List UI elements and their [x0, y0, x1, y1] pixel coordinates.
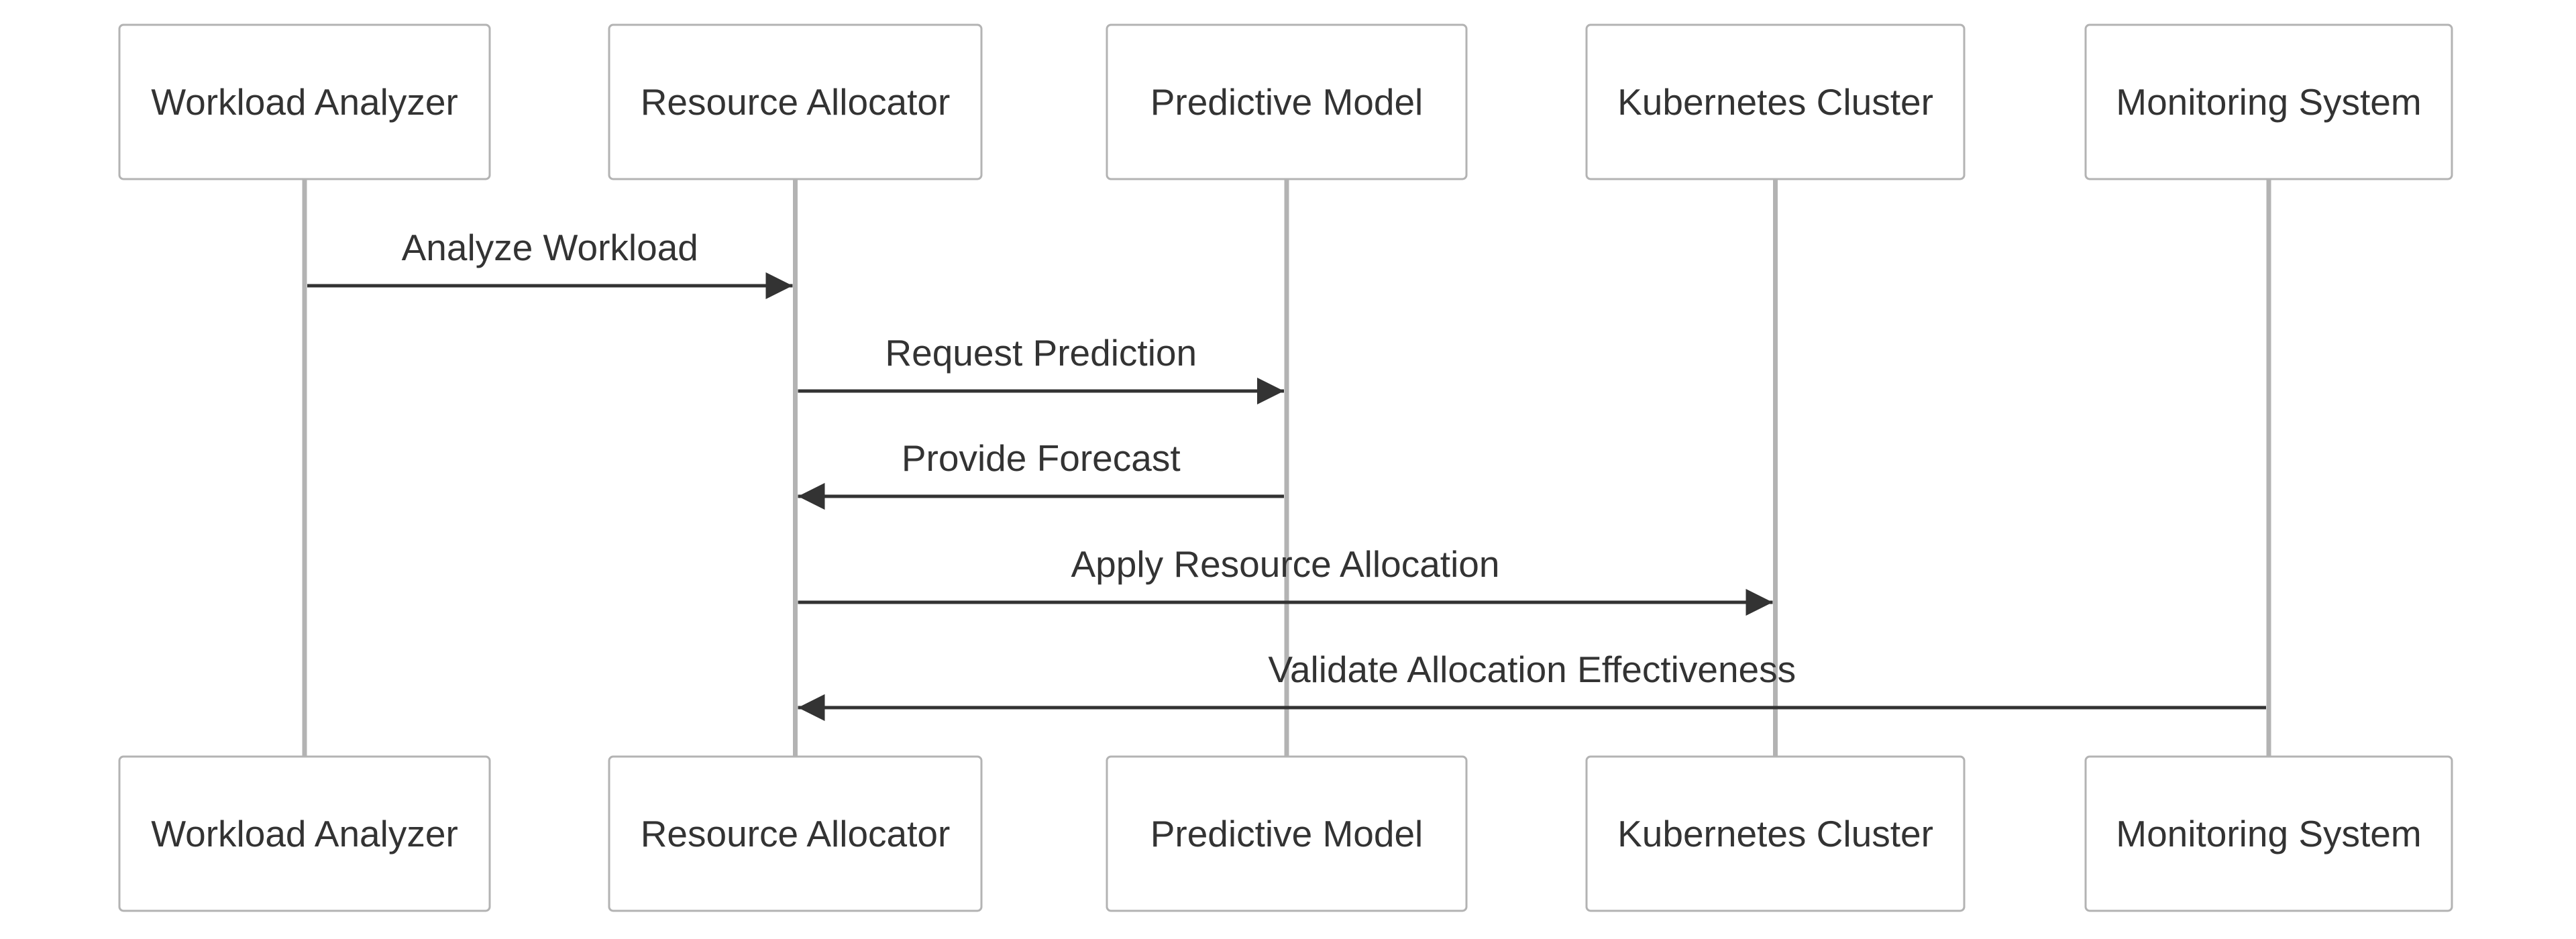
actor-label: Resource Allocator [641, 81, 951, 123]
actor-box [1106, 23, 1468, 180]
actor-box [608, 755, 983, 912]
actor-box [1585, 23, 1966, 180]
actor-label: Predictive Model [1150, 81, 1424, 123]
actor-bottom-resource-allocator: Resource Allocator [608, 755, 983, 912]
message-2: Request Prediction [798, 332, 1284, 404]
message-label: Request Prediction [885, 332, 1197, 374]
message-5: Validate Allocation Effectiveness [798, 649, 2266, 721]
actor-bottom-monitoring-system: Monitoring System [2084, 755, 2453, 912]
message-3: Provide Forecast [798, 437, 1284, 510]
actor-top-workload-analyzer: Workload Analyzer [118, 23, 491, 180]
actor-box [2084, 755, 2453, 912]
actor-top-kubernetes-cluster: Kubernetes Cluster [1585, 23, 1966, 180]
message-label: Apply Resource Allocation [1071, 543, 1500, 585]
actor-box [118, 23, 491, 180]
actor-box [118, 755, 491, 912]
actor-label: Kubernetes Cluster [1617, 813, 1933, 854]
actors-top-row: Workload Analyzer Resource Allocator Predi… [118, 23, 2453, 180]
actor-box [1585, 755, 1966, 912]
actor-label: Monitoring System [2116, 813, 2421, 854]
actor-label: Monitoring System [2116, 81, 2421, 123]
lifelines [302, 179, 2271, 757]
actor-top-predictive-model: Predictive Model [1106, 23, 1468, 180]
actor-bottom-workload-analyzer: Workload Analyzer [118, 755, 491, 912]
actor-top-resource-allocator: Resource Allocator [608, 23, 983, 180]
actors-bottom-row: Workload Analyzer Resource Allocator Predi… [118, 755, 2453, 912]
actor-label: Predictive Model [1150, 813, 1424, 854]
actor-box [2084, 23, 2453, 180]
message-label: Validate Allocation Effectiveness [1268, 649, 1796, 690]
actor-label: Workload Analyzer [151, 81, 458, 123]
actor-bottom-predictive-model: Predictive Model [1106, 755, 1468, 912]
message-label: Provide Forecast [902, 437, 1181, 479]
actor-bottom-kubernetes-cluster: Kubernetes Cluster [1585, 755, 1966, 912]
actor-label: Resource Allocator [641, 813, 951, 854]
actor-box [1106, 755, 1468, 912]
message-label: Analyze Workload [402, 227, 698, 268]
actor-label: Workload Analyzer [151, 813, 458, 854]
actor-top-monitoring-system: Monitoring System [2084, 23, 2453, 180]
message-4: Apply Resource Allocation [798, 543, 1773, 616]
actor-box [608, 23, 983, 180]
message-1: Analyze Workload [307, 227, 793, 299]
actor-label: Kubernetes Cluster [1617, 81, 1933, 123]
